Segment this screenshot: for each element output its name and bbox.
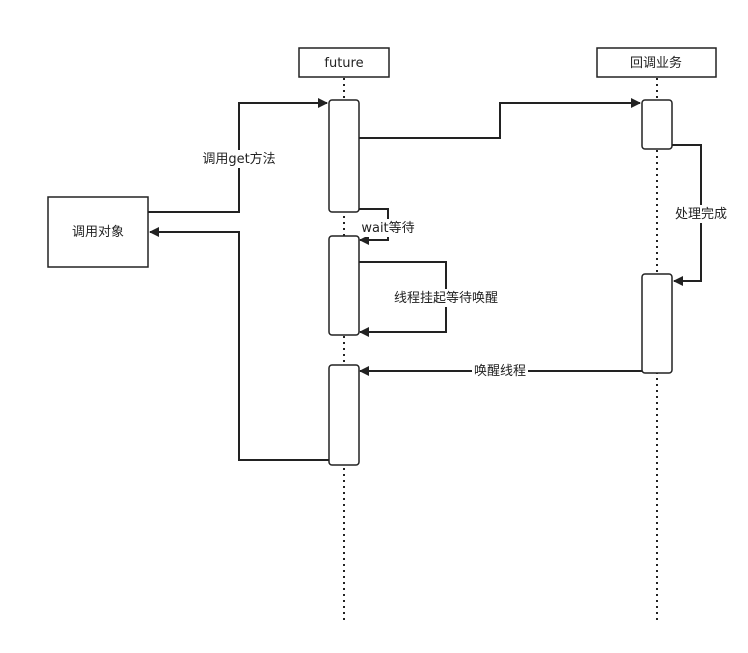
callback-activation-1 xyxy=(641,99,673,150)
label-wake: 唤醒线程 xyxy=(474,364,526,379)
future-label: future xyxy=(324,56,363,71)
callback-activation-2 xyxy=(641,273,673,374)
future-activation-2 xyxy=(328,235,360,336)
label-suspend: 线程挂起等待唤醒 xyxy=(394,290,498,306)
caller-label: 调用对象 xyxy=(72,225,124,240)
label-wait: wait等待 xyxy=(361,220,414,236)
caller-object: 调用对象 xyxy=(47,196,149,268)
callback-participant: 回调业务 xyxy=(596,47,717,78)
label-call-get: 调用get方法 xyxy=(202,151,275,167)
label-done: 处理完成 xyxy=(675,207,727,222)
callback-label: 回调业务 xyxy=(630,55,682,71)
future-participant: future xyxy=(298,47,390,78)
future-activation-3 xyxy=(328,364,360,466)
edge-future-to-callback xyxy=(358,98,641,139)
future-activation-1 xyxy=(328,99,360,213)
edge-return-to-caller xyxy=(149,227,330,461)
